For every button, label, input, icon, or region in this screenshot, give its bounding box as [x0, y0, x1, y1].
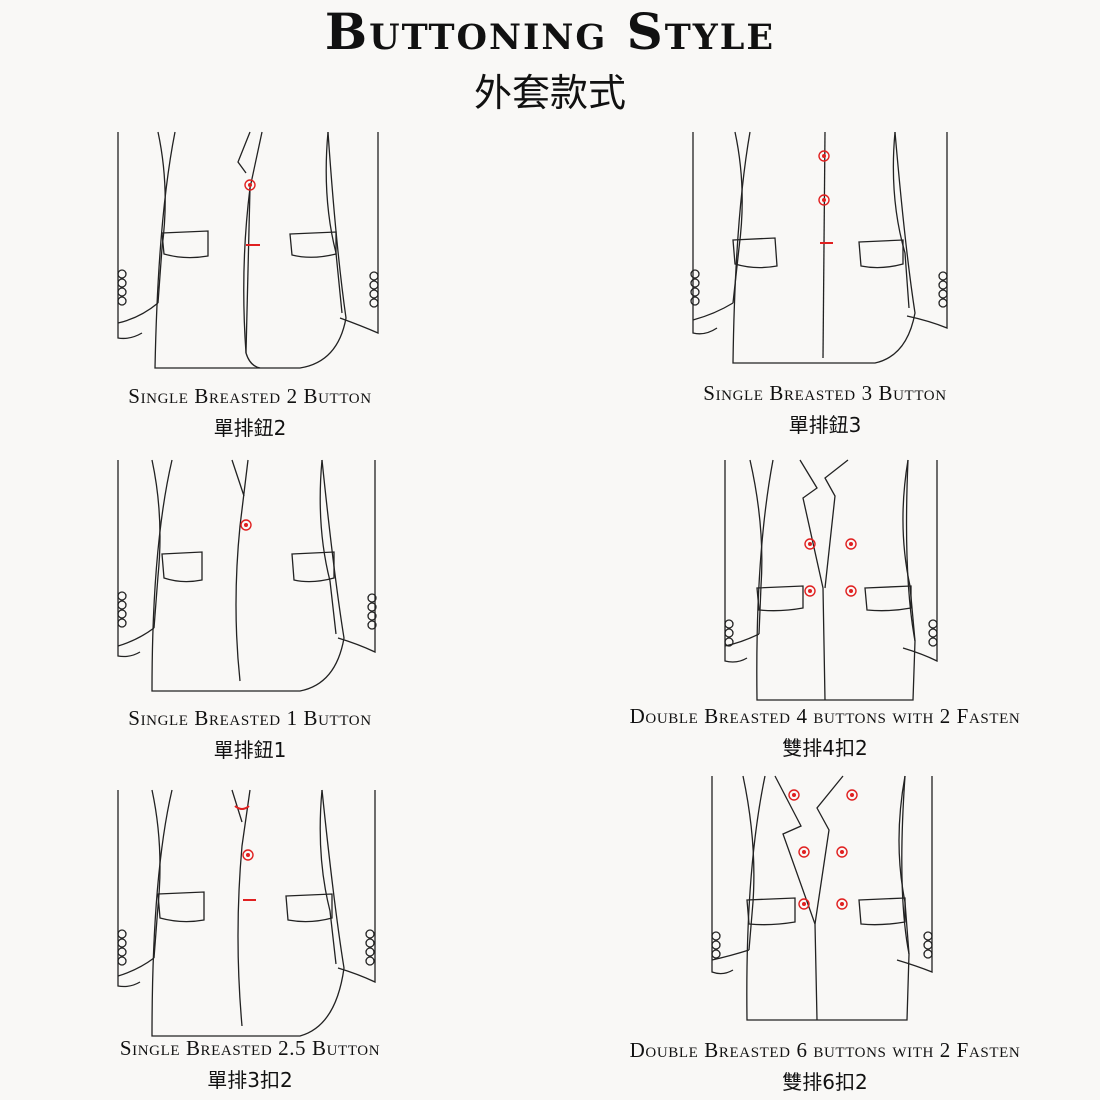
jacket-illustration-db4	[724, 459, 938, 701]
jacket-illustration-db6	[711, 775, 933, 1021]
jacket-illustration-sb1	[117, 459, 377, 692]
style-name-cn: 單排鈕2	[213, 416, 287, 440]
style-name: Single Breasted 1 Button	[128, 706, 372, 730]
style-name: Single Breasted 2.5 Button	[119, 1036, 381, 1060]
page-subtitle: 外套款式	[473, 71, 626, 115]
button-icon	[845, 585, 857, 597]
lapel-buttonhole-icon	[234, 805, 250, 810]
style-name: Single Breasted 2 Button	[128, 384, 372, 408]
button-icon	[846, 789, 858, 801]
button-icon	[244, 179, 256, 191]
button-icon	[818, 150, 830, 162]
button-icon	[804, 585, 816, 597]
style-card-sb3: Single Breasted 3 Button 單排鈕3	[675, 128, 975, 448]
button-icon	[240, 519, 252, 531]
style-name: Single Breasted 3 Button	[703, 381, 947, 405]
style-name-cn: 雙排6扣2	[782, 1070, 868, 1094]
style-name: Double Breasted 6 buttons with 2 Fasten	[629, 1038, 1021, 1062]
style-card-db6: Double Breasted 6 buttons with 2 Fasten …	[575, 772, 1075, 1094]
style-card-sb2: Single Breasted 2 Button 單排鈕2	[100, 128, 400, 448]
button-icon	[836, 846, 848, 858]
button-icon	[798, 846, 810, 858]
style-name-cn: 單排鈕3	[788, 413, 862, 437]
jacket-illustration-sb3	[690, 131, 948, 364]
style-name-cn: 雙排4扣2	[782, 736, 868, 760]
button-icon	[818, 194, 830, 206]
button-icon	[804, 538, 816, 550]
style-card-sb25: Single Breasted 2.5 Button 單排3扣2	[100, 786, 400, 1096]
button-icon	[845, 538, 857, 550]
style-name-cn: 單排3扣2	[207, 1068, 293, 1092]
jacket-illustration-sb2	[117, 131, 379, 369]
jacket-illustration-sb25	[117, 789, 376, 1037]
page-title: Buttoning Style	[324, 2, 776, 61]
style-card-db4: Double Breasted 4 buttons with 2 Fasten …	[575, 456, 1075, 766]
style-name: Double Breasted 4 buttons with 2 Fasten	[629, 704, 1021, 728]
button-icon	[798, 898, 810, 910]
button-icon	[836, 898, 848, 910]
style-card-sb1: Single Breasted 1 Button 單排鈕1	[100, 456, 400, 766]
button-icon	[788, 789, 800, 801]
button-icon	[242, 849, 254, 861]
style-name-cn: 單排鈕1	[213, 738, 287, 762]
